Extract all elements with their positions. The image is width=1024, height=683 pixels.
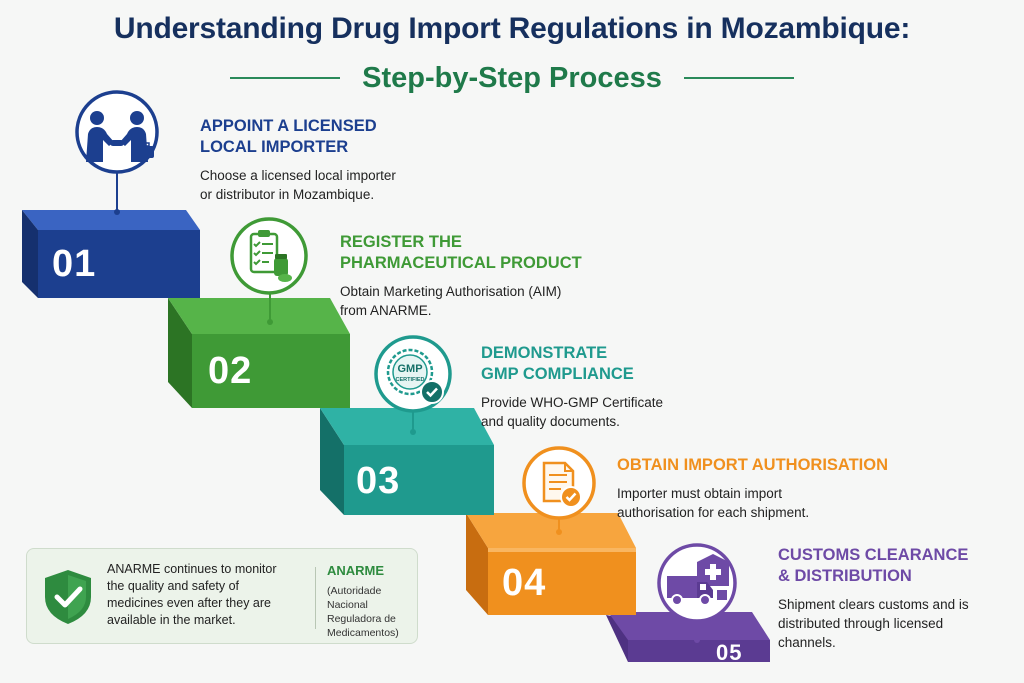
step-title-05: CUSTOMS CLEARANCE & DISTRIBUTION: [778, 546, 969, 585]
step-icon-03: GMP CERTIFIED: [370, 334, 456, 419]
connector-stems: [114, 172, 700, 643]
anarme-note-box: ANARME continues to monitor the quality …: [26, 548, 418, 644]
step-icon-02: [227, 216, 311, 301]
step-title-03: DEMONSTRATE GMP COMPLIANCE: [481, 344, 634, 383]
step-text-02: REGISTER THE PHARMACEUTICAL PRODUCT Obta…: [340, 232, 610, 320]
subtitle-line-left: [230, 77, 341, 79]
step-number-04: 04: [502, 562, 547, 604]
note-brand-fullname: (Autoridade Nacional Reguladora de Medic…: [327, 585, 399, 639]
page-title: Understanding Drug Import Regulations in…: [113, 12, 911, 45]
step-text-04: OBTAIN IMPORT AUTHORISATION Importer mus…: [617, 455, 917, 522]
step-title-02: REGISTER THE PHARMACEUTICAL PRODUCT: [340, 233, 582, 272]
step-block-03: [320, 408, 494, 515]
step-block-01: [22, 210, 200, 298]
step-text-03: DEMONSTRATE GMP COMPLIANCE Provide WHO-G…: [481, 343, 751, 431]
step-block-04: [466, 513, 636, 615]
truck-pharmacy-icon: [657, 543, 737, 623]
step-icon-01: [66, 90, 170, 179]
note-divider: [315, 567, 316, 629]
step-icon-05: [653, 542, 741, 629]
subtitle-row: Step-by-Step Process: [0, 58, 1024, 98]
step-number-02: 02: [208, 350, 253, 392]
step-icon-04: [517, 445, 601, 528]
note-text: ANARME continues to monitor the quality …: [107, 562, 277, 627]
step-desc-02: Obtain Marketing Authorisation (AIM) fro…: [340, 284, 562, 318]
step-block-05: [606, 612, 770, 662]
step-desc-01: Choose a licensed local importer or dist…: [200, 168, 396, 202]
gmp-seal-certified-text: CERTIFIED: [395, 377, 424, 383]
page-subtitle: Step-by-Step Process: [362, 61, 662, 94]
step-desc-05: Shipment clears customs and is distribut…: [778, 597, 969, 650]
shield-check-icon: [45, 570, 91, 624]
step-text-01: APPOINT A LICENSED LOCAL IMPORTER Choose…: [200, 116, 470, 204]
step-title-01: APPOINT A LICENSED LOCAL IMPORTER: [200, 117, 377, 156]
subtitle-line-right: [683, 77, 794, 79]
step-block-02: [168, 298, 350, 408]
step-text-05: CUSTOMS CLEARANCE & DISTRIBUTION Shipmen…: [778, 545, 1008, 652]
gmp-seal-icon: GMP CERTIFIED: [374, 335, 452, 413]
note-brand: ANARME (Autoridade Nacional Reguladora d…: [327, 563, 415, 640]
step-desc-03: Provide WHO-GMP Certificate and quality …: [481, 395, 664, 429]
step-number-01: 01: [52, 243, 97, 285]
note-brand-name: ANARME: [327, 563, 385, 578]
step-number-05: 05: [716, 640, 743, 665]
gmp-seal-text: GMP: [397, 363, 422, 375]
approved-document-icon: [522, 446, 596, 520]
clipboard-medicine-icon: [230, 217, 308, 295]
step-desc-04: Importer must obtain import authorisatio…: [617, 486, 810, 520]
step-title-04: OBTAIN IMPORT AUTHORISATION: [617, 456, 889, 474]
handshake-icon: [75, 90, 159, 174]
step-number-03: 03: [356, 460, 401, 502]
